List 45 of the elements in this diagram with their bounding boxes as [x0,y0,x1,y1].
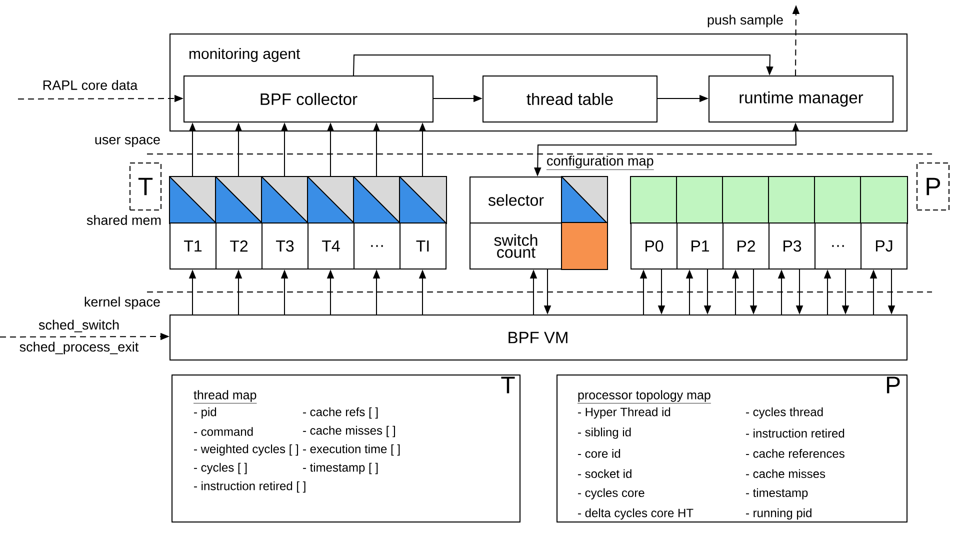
memory-cell: T3 [262,222,308,270]
map-tag-box: P [916,162,950,210]
arrow [353,54,774,76]
memory-tile [561,176,608,224]
event-label: sched_process_exit [20,342,139,354]
layer-label: shared mem [86,215,161,225]
memory-cell: PJ [860,222,908,270]
vm-box: BPF VM [170,314,908,360]
memory-tile [561,222,608,270]
memory-cell: selector [470,176,562,224]
memory-tile [307,176,355,224]
memory-cell: P1 [676,222,724,270]
map-card: T thread map - pid - cache refs [ ] - command - cache misses [ ] - weighted cycles [ ] - execution time [ ] - cycles [ ] - timestamp [ ] - instruction retired [ ] [172,374,520,522]
layer-label: user space [95,136,160,148]
memory-cell: … [354,222,400,270]
memory-tile [353,176,401,224]
edge-label: configuration map [546,156,654,170]
layer-label: kernel space [84,296,160,310]
edge-label: push sample [708,14,783,28]
map-card: P processor topology map - Hyper Thread id - cycles thread - sibling id - instruction retired - core id - cache references - socket id - cache misses - cycles core - timestamp - delta cycles core HT - running pid [556,374,908,522]
memory-cell: T1 [170,222,216,270]
memory-cell: switch count [470,222,562,270]
memory-cell: P2 [722,222,770,270]
memory-tile [261,176,309,224]
memory-cell: P0 [630,222,678,270]
memory-tile [399,176,447,224]
memory-tile [722,176,770,224]
memory-cell: T2 [216,222,262,270]
memory-cell: TI [400,222,446,270]
process-box: thread table [482,76,658,122]
memory-tile [814,176,862,224]
memory-cell: … [814,222,862,270]
memory-tile [169,176,217,224]
process-box: BPF collector [184,76,434,122]
memory-tile [215,176,263,224]
memory-tile [630,176,678,224]
memory-tile [860,176,908,224]
memory-tile [768,176,816,224]
memory-tile [676,176,724,224]
process-box: runtime manager [708,76,894,122]
edge-label: RAPL core data [43,80,138,90]
memory-cell: P3 [768,222,816,270]
edge-label: sched_switch [38,320,119,332]
memory-cell: T4 [308,222,354,270]
map-tag-box: T [130,162,162,210]
